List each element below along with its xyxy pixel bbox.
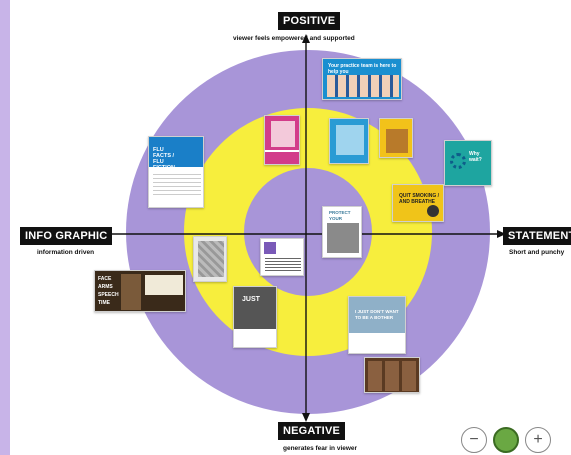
yellow-poster[interactable] [379,118,413,158]
sunburst-icon [450,153,466,169]
flu-facts-poster[interactable]: FLU FACTS / FLU FICTION [148,136,204,208]
statement-label: STATEMENT [503,227,571,245]
zoom-out-button[interactable]: − [461,427,487,453]
arrow-up-icon [302,34,310,43]
arrow-down-icon [302,413,310,422]
info-graphic-subtitle: information driven [37,249,95,256]
quit-smoking-poster[interactable]: QUIT SMOKING / AND BREATHE [392,184,444,222]
teal-poster[interactable]: Why wait? [444,140,492,186]
positive-subtitle: viewer feels empowered and supported [233,35,355,42]
positive-label: POSITIVE [278,12,341,30]
board-canvas[interactable]: POSITIVE viewer feels empowered and supp… [10,0,571,455]
team-photo [327,75,399,97]
zoom-in-button[interactable]: + [525,427,551,453]
zoom-controls: − + [461,427,551,453]
protect-family-poster[interactable]: PROTECT YOUR FAMILY [322,206,362,258]
brown-poster[interactable] [364,357,420,393]
statement-subtitle: Short and punchy [509,249,565,256]
purple-text-poster[interactable] [260,238,304,276]
team-poster[interactable]: Your practice team is here to help you [322,58,402,100]
dark-words-poster[interactable]: FACE ARMS SPEECH TIME [94,270,186,312]
info-graphic-label: INFO GRAPHIC [20,227,113,245]
avatar[interactable] [493,427,519,453]
just-poster[interactable]: JUST [233,286,277,348]
negative-label: NEGATIVE [278,422,346,440]
negative-subtitle: generates fear in viewer [283,445,358,452]
mother-poster[interactable]: I JUST DON'T WANT TO BE A BOTHER [348,296,406,354]
bw-face-poster[interactable] [193,236,227,282]
stop-poster[interactable] [329,118,369,164]
pink-poster[interactable] [264,115,300,165]
arrow-right-icon [497,230,506,238]
